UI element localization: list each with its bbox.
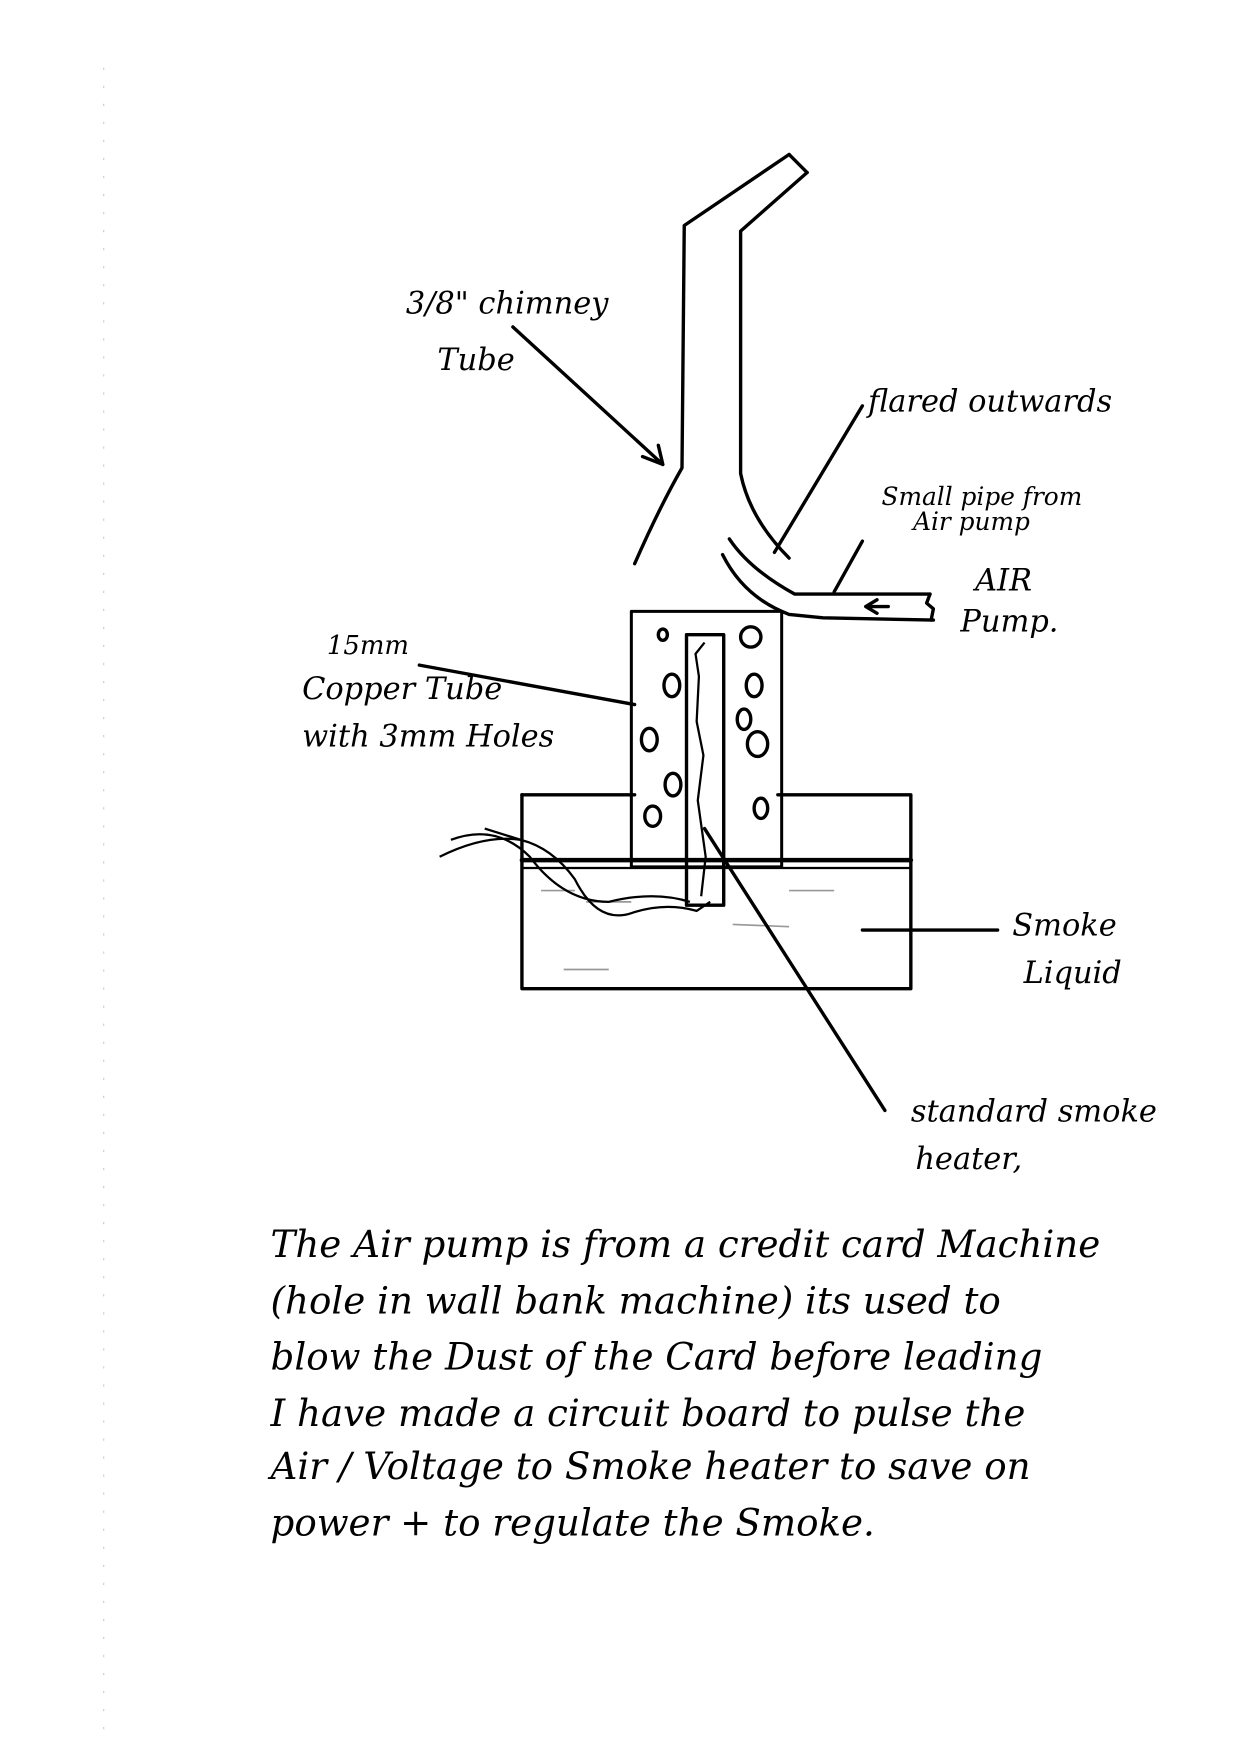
- label-heater: heater,: [915, 1142, 1022, 1177]
- label-chimney-tube: Tube: [437, 343, 514, 378]
- label-small-pipe: Small pipe from: [882, 482, 1083, 511]
- note-line: blow the Dust of the Card before leading: [271, 1335, 1043, 1379]
- note-line: power + to regulate the Smoke.: [271, 1500, 875, 1544]
- label-small-pipe-2: Air pump: [911, 507, 1030, 536]
- label-smoke: Smoke: [1012, 909, 1116, 944]
- label-3mm-holes: with 3mm Holes: [302, 719, 554, 754]
- label-copper-tube: Copper Tube: [302, 672, 502, 707]
- air-pipe: [720, 537, 936, 622]
- label-liquid: Liquid: [1023, 956, 1122, 991]
- copper-leader: [417, 663, 637, 707]
- flared-leader: [772, 404, 865, 555]
- note-line: Air / Voltage to Smoke heater to save on: [268, 1444, 1031, 1488]
- chimney-tube: [632, 152, 809, 566]
- heater-wires: [439, 827, 711, 917]
- notes-paragraph: The Air pump is from a credit card Machi…: [268, 1222, 1101, 1544]
- label-standard-smoke: standard smoke: [911, 1095, 1157, 1130]
- label-15mm: 15mm: [327, 631, 409, 661]
- note-line: I have made a circuit board to pulse the: [270, 1391, 1026, 1435]
- smoke-heater: [684, 633, 726, 907]
- note-line: The Air pump is from a credit card Machi…: [271, 1222, 1101, 1266]
- small-pipe-leader: [832, 539, 865, 594]
- label-air-pump: AIR: [972, 564, 1032, 599]
- holes: [639, 625, 770, 829]
- label-flared: flared outwards: [866, 385, 1112, 420]
- note-line: (hole in wall bank machine) its used to: [271, 1278, 1001, 1322]
- copper-tube: [629, 609, 784, 869]
- chimney-leader: [511, 325, 665, 467]
- label-chimney: 3/8" chimney: [406, 286, 609, 321]
- liquid-container: [519, 793, 914, 991]
- heater-leader: [702, 826, 887, 1113]
- label-air-pump-2: Pump.: [959, 604, 1058, 639]
